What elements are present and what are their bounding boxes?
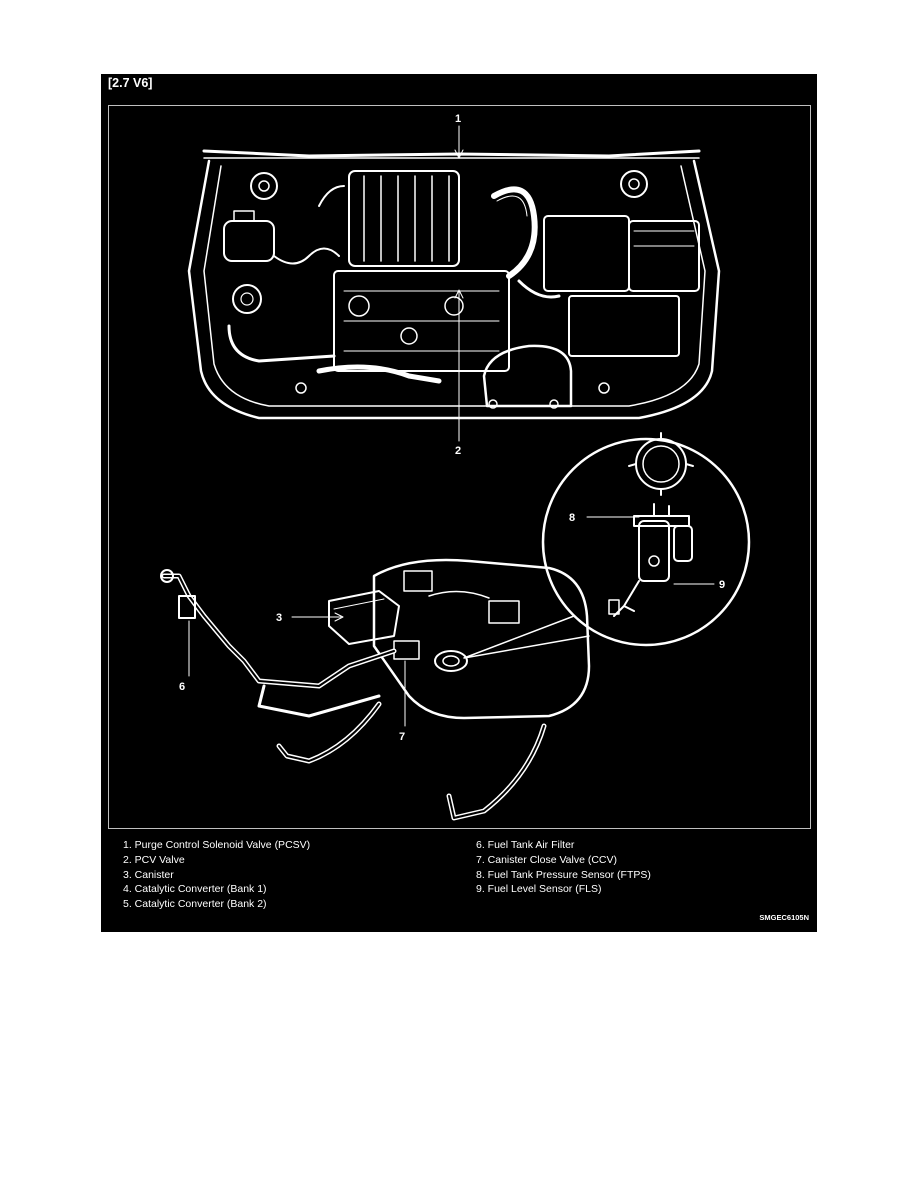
legend-item: 8. Fuel Tank Pressure Sensor (FTPS): [476, 868, 651, 881]
legend-item: 1. Purge Control Solenoid Valve (PCSV): [123, 839, 311, 851]
illustration: 1 2 3 6 7 8 9: [160, 113, 751, 821]
figure-title: [2.7 V6]: [108, 76, 153, 90]
fuel-tank-illustration: [160, 558, 591, 821]
legend-left-column: 1. Purge Control Solenoid Valve (PCSV) 2…: [123, 838, 310, 912]
callout-1: 1: [455, 113, 461, 125]
figure-code: SMGEC6105N: [759, 913, 809, 923]
magnified-fuel-pump-illustration: [463, 432, 751, 659]
legend-item: 7. Canister Close Valve (CCV): [476, 853, 618, 866]
engine-bay-illustration: [187, 125, 721, 442]
legend-item: 9. Fuel Level Sensor (FLS): [476, 883, 602, 896]
legend-right-column: 6. Fuel Tank Air Filter 7. Canister Clos…: [476, 838, 651, 897]
legend-item: 4. Catalytic Converter (Bank 1): [123, 883, 267, 896]
legend-item: 2. PCV Valve: [123, 853, 185, 866]
callout-8: 8: [569, 512, 575, 524]
callout-2: 2: [455, 445, 461, 457]
legend-item: 5. Catalytic Converter (Bank 2): [123, 898, 267, 911]
callout-9: 9: [719, 579, 725, 591]
diagram-figure: [2.7 V6]: [101, 74, 817, 932]
legend-item: 6. Fuel Tank Air Filter: [476, 839, 575, 851]
callout-3: 3: [276, 612, 282, 624]
callout-7: 7: [399, 731, 405, 743]
drawing-area: 1 2 3 6 7 8 9: [108, 105, 811, 829]
legend: 1. Purge Control Solenoid Valve (PCSV) 2…: [101, 838, 817, 932]
legend-item: 3. Canister: [123, 868, 174, 881]
callout-6: 6: [179, 681, 185, 693]
